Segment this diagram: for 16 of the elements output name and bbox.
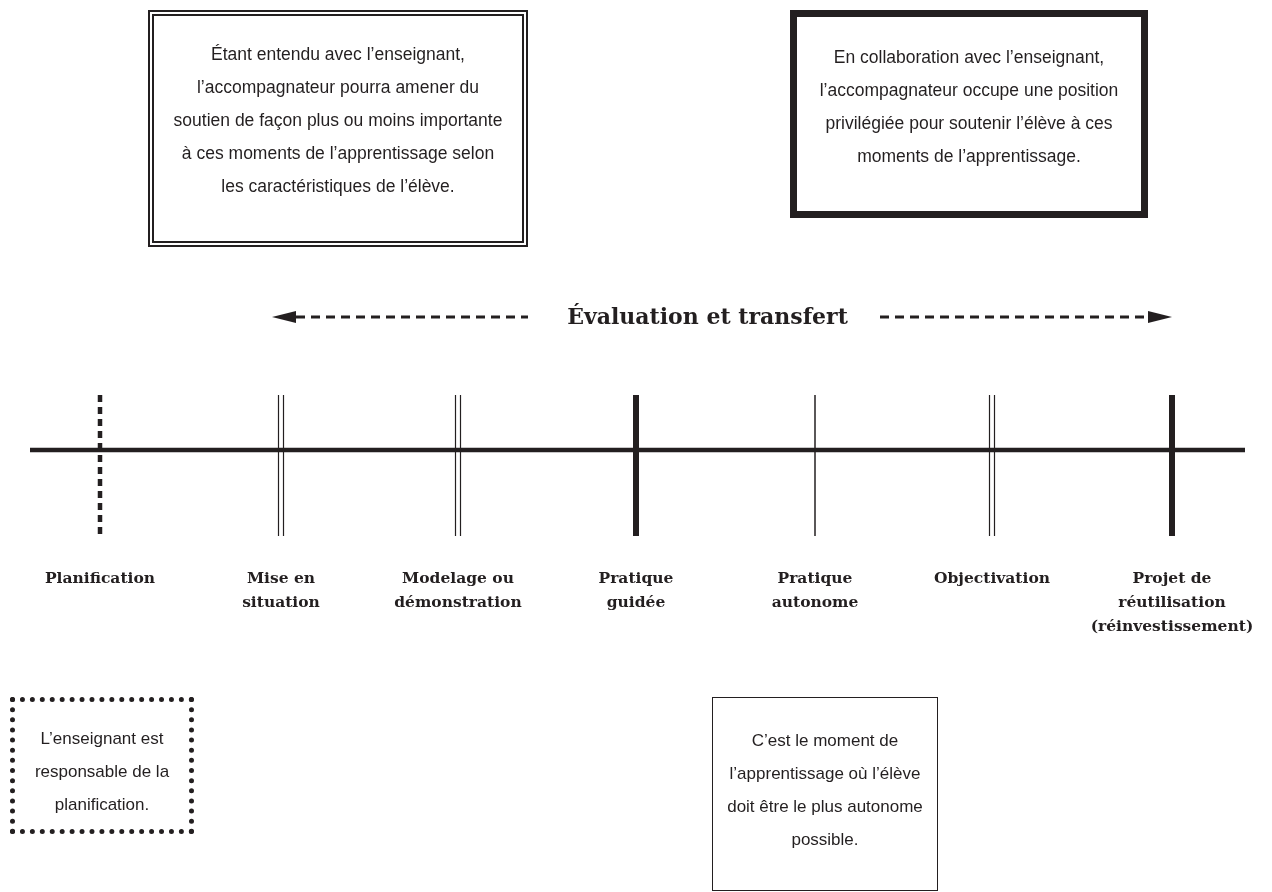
note-box [790,10,1148,218]
note-text: C’est le moment de l’apprentissage où l’élève doit être le plus autonome possible. [726,730,924,851]
note-box [148,10,528,247]
stage-label: Mise en situation [241,567,321,613]
stage-label: Modelage ou démonstration [393,567,523,613]
stage-label: Pratique guidée [597,567,675,613]
stage-label: Planification [43,567,157,589]
note-text: En collaboration avec l’enseignant, l’accompagnateur occupe une position privilégiée pour soutenir l’élève à ces moments de l’apprentissage. [818,46,1120,168]
note-box [10,697,194,834]
note-box [712,697,938,891]
stage-label: Pratique autonome [770,567,860,613]
stage-label: Objectivation [933,567,1051,589]
note-text: L’enseignant est responsable de la planification. [33,728,171,816]
heading-text: Évaluation et transfert [567,303,848,329]
note-text: Étant entendu avec l’enseignant, l’accompagnateur pourra amener du soutien de façon plus ou moins importante à ces moments de l’apprentissage selon les caractéristiques de l’élève. [172,43,504,198]
stage-label: Projet de réutilisation (réinvestissement) [1089,567,1255,637]
